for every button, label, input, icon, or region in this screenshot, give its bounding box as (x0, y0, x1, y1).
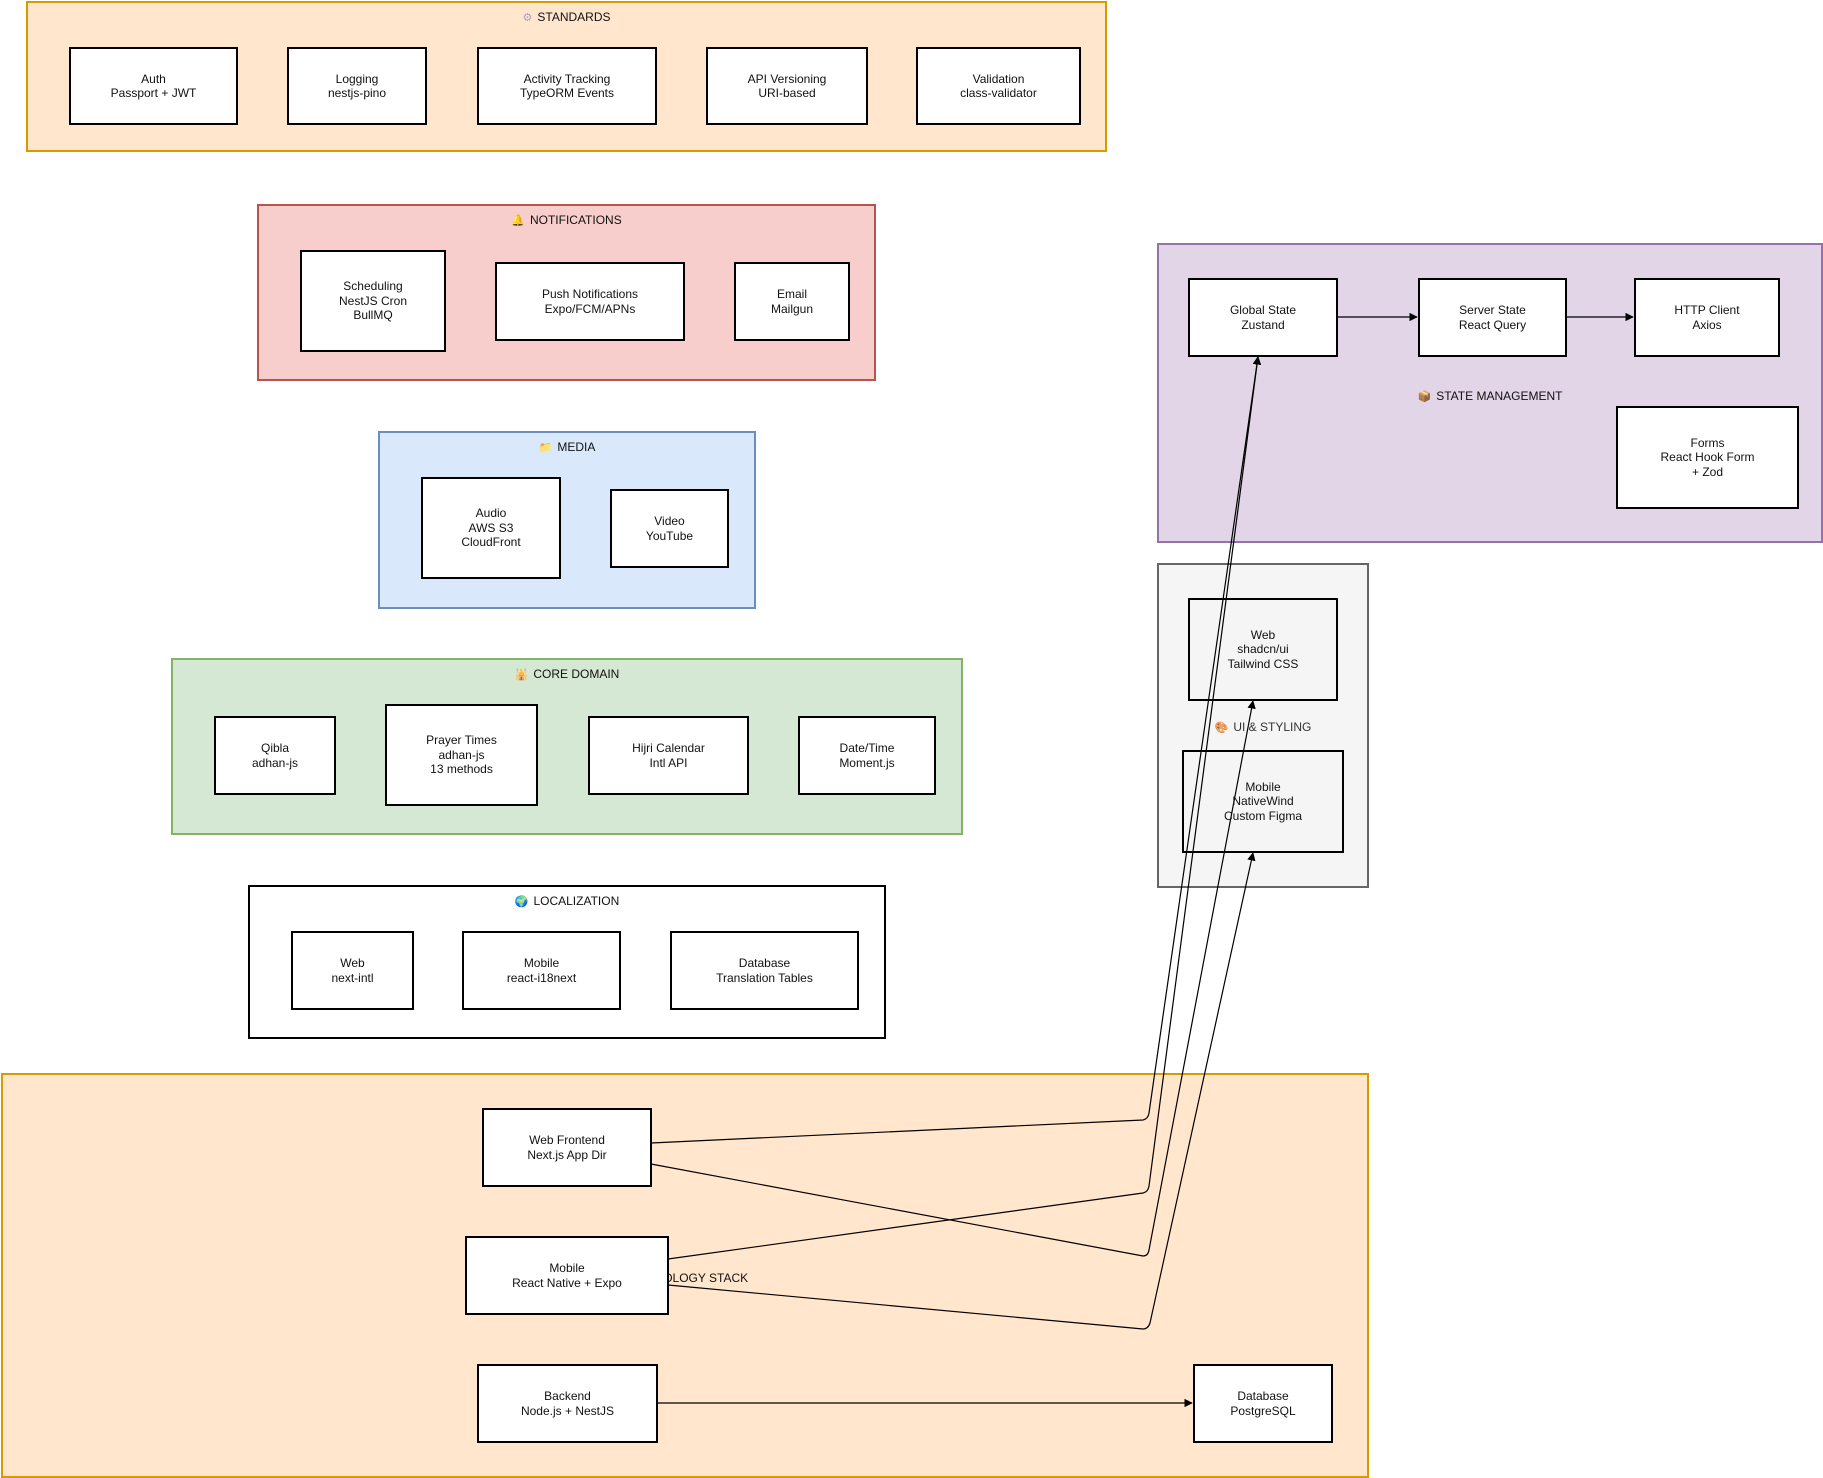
group-ui-styling-label: UI & STYLING (1233, 720, 1312, 734)
node-backend[interactable]: Backend Node.js + NestJS (477, 1364, 658, 1443)
node-qibla[interactable]: Qibla adhan-js (214, 716, 336, 795)
node-forms[interactable]: Forms React Hook Form + Zod (1616, 406, 1799, 509)
node-validation[interactable]: Validation class-validator (916, 47, 1081, 125)
group-localization-label: LOCALIZATION (533, 894, 620, 908)
group-state-management-title: 📦 STATE MANAGEMENT (1159, 389, 1821, 403)
node-ui-mobile[interactable]: Mobile NativeWind Custom Figma (1182, 750, 1344, 853)
group-technology-stack[interactable]: TECHNOLOGY STACK (1, 1073, 1369, 1478)
node-http-client[interactable]: HTTP Client Axios (1634, 278, 1780, 357)
node-loc-database[interactable]: Database Translation Tables (670, 931, 859, 1010)
node-video[interactable]: Video YouTube (610, 489, 729, 568)
node-loc-mobile[interactable]: Mobile react-i18next (462, 931, 621, 1010)
folder-icon: 📁 (538, 442, 553, 454)
group-ui-styling-title: 🎨 UI & STYLING (1159, 720, 1367, 734)
palette-icon: 🎨 (1214, 722, 1229, 734)
node-scheduling[interactable]: Scheduling NestJS Cron BullMQ (300, 250, 446, 352)
node-push-notifications[interactable]: Push Notifications Expo/FCM/APNs (495, 262, 685, 341)
node-global-state[interactable]: Global State Zustand (1188, 278, 1338, 357)
node-prayer-times[interactable]: Prayer Times adhan-js 13 methods (385, 704, 538, 806)
group-media-title: 📁 MEDIA (380, 440, 754, 454)
group-standards-label: STANDARDS (537, 10, 611, 24)
group-standards-title: ⚙ STANDARDS (28, 10, 1105, 24)
group-localization-title: 🌍 LOCALIZATION (250, 894, 884, 908)
group-media-label: MEDIA (557, 440, 596, 454)
node-database[interactable]: Database PostgreSQL (1193, 1364, 1333, 1443)
node-loc-web[interactable]: Web next-intl (291, 931, 414, 1010)
group-state-management-label: STATE MANAGEMENT (1436, 389, 1563, 403)
node-audio[interactable]: Audio AWS S3 CloudFront (421, 477, 561, 579)
node-hijri-calendar[interactable]: Hijri Calendar Intl API (588, 716, 749, 795)
gear-icon: ⚙ (522, 12, 533, 24)
group-core-domain-label: CORE DOMAIN (533, 667, 620, 681)
globe-icon: 🌍 (514, 896, 529, 908)
node-activity-tracking[interactable]: Activity Tracking TypeORM Events (477, 47, 657, 125)
group-core-domain-title: 🕌 CORE DOMAIN (173, 667, 961, 681)
node-email[interactable]: Email Mailgun (734, 262, 850, 341)
package-icon: 📦 (1417, 391, 1432, 403)
bell-icon: 🔔 (511, 215, 525, 227)
node-server-state[interactable]: Server State React Query (1418, 278, 1567, 357)
node-date-time[interactable]: Date/Time Moment.js (798, 716, 936, 795)
group-notifications-label: NOTIFICATIONS (529, 213, 622, 227)
node-web-frontend[interactable]: Web Frontend Next.js App Dir (482, 1108, 652, 1187)
mosque-icon: 🕌 (514, 669, 529, 681)
node-logging[interactable]: Logging nestjs-pino (287, 47, 427, 125)
node-mobile-app[interactable]: Mobile React Native + Expo (465, 1236, 669, 1315)
group-notifications-title: 🔔 NOTIFICATIONS (259, 213, 874, 227)
group-technology-stack-title: TECHNOLOGY STACK (3, 1271, 1367, 1285)
node-api-versioning[interactable]: API Versioning URI-based (706, 47, 868, 125)
node-ui-web[interactable]: Web shadcn/ui Tailwind CSS (1188, 598, 1338, 701)
node-auth[interactable]: Auth Passport + JWT (69, 47, 238, 125)
